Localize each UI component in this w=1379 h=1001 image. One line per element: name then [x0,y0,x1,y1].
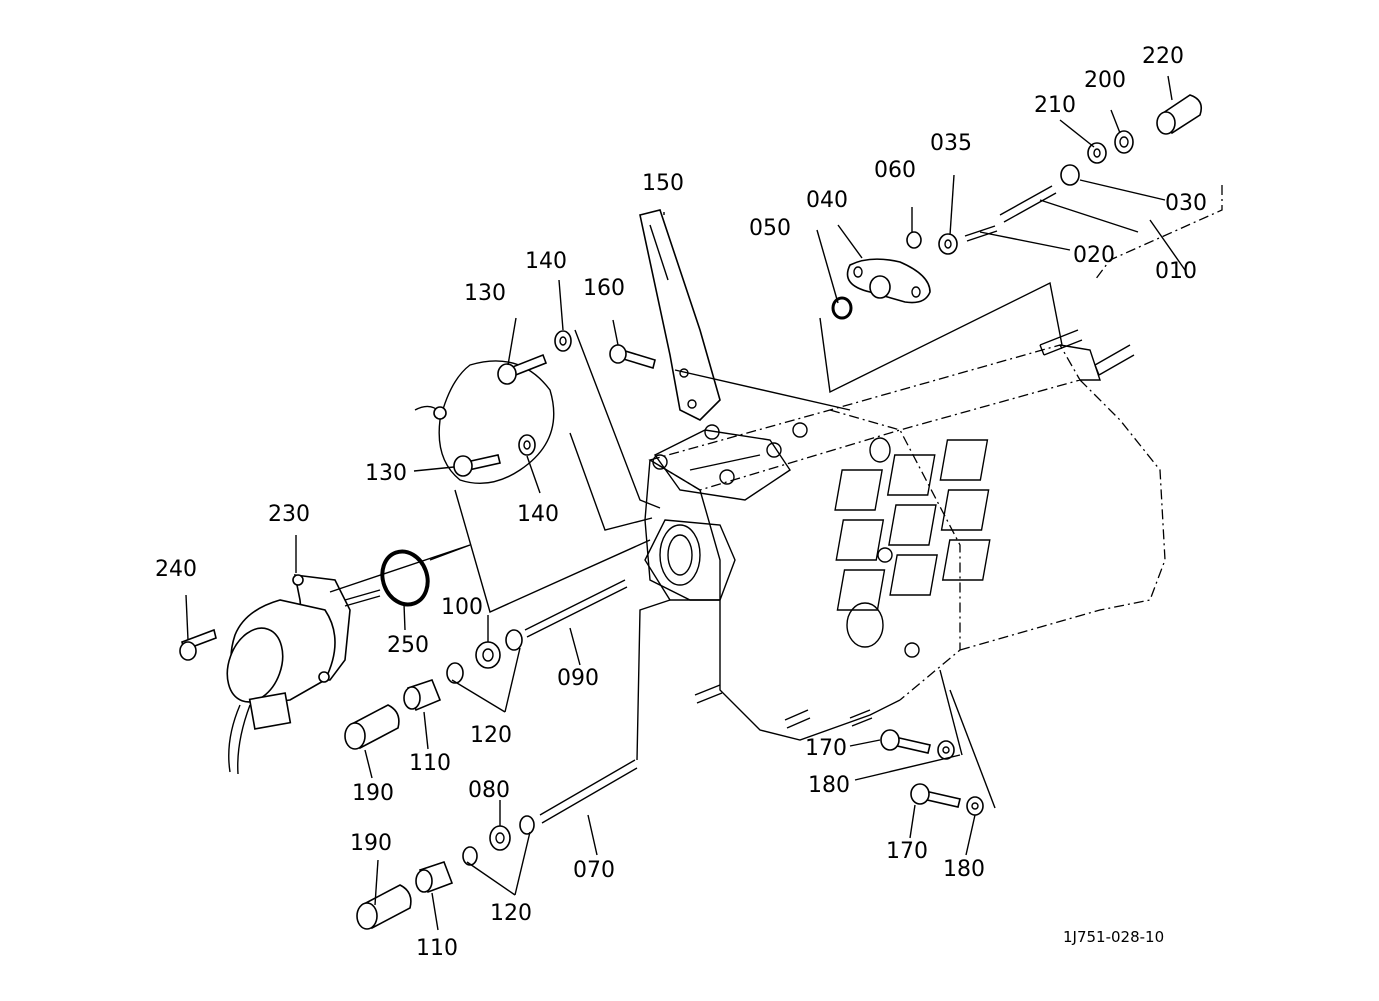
leader-lines [185,75,1223,931]
label-150: 150 [642,171,684,196]
label-190-upper: 190 [352,781,394,806]
flange-040 [846,258,931,304]
label-180-upper: 180 [808,773,850,798]
label-140-upper: 140 [525,249,567,274]
nut-140-lower [518,434,536,456]
label-050: 050 [749,216,791,241]
label-140-lower: 140 [517,502,559,527]
cap-110-a [403,679,442,712]
label-250: 250 [387,633,429,658]
label-220: 220 [1142,44,1184,69]
spring-020 [964,185,1057,242]
washer-180-upper [937,740,955,760]
cap-190-a [344,704,400,750]
label-170-upper: 170 [805,736,847,761]
label-180-lower: 180 [943,857,985,882]
label-120-lower: 120 [490,901,532,926]
o-ring [380,549,430,607]
o-ring-050 [831,296,853,320]
solenoid-bolt [179,628,217,661]
label-100: 100 [441,595,483,620]
transmission-case [644,329,1166,741]
label-110-upper: 110 [409,751,451,776]
nut-080 [489,825,511,851]
nut-200 [1114,130,1134,154]
label-010: 010 [1155,259,1197,284]
part-labels: 220 200 210 035 060 040 050 030 020 010 … [155,44,1207,961]
label-240: 240 [155,557,197,582]
washer-120-a [446,629,523,684]
label-130-lower: 130 [365,461,407,486]
label-190-lower: 190 [350,831,392,856]
nut-060 [906,231,922,249]
bolt-090 [524,579,628,638]
label-035: 035 [930,131,972,156]
washer-035 [938,233,958,255]
cap-110-b [415,860,454,894]
washer-120-b [462,815,535,866]
nut-100 [475,641,501,669]
nut-140-upper [554,330,572,352]
bolt-070 [539,759,638,824]
cover-plate [414,360,555,485]
bolt-170-lower [910,783,961,808]
label-120-upper: 120 [470,723,512,748]
label-160: 160 [583,276,625,301]
label-030: 030 [1165,191,1207,216]
label-230: 230 [268,502,310,527]
bracket [639,209,721,421]
label-060: 060 [874,158,916,183]
label-040: 040 [806,188,848,213]
bolt-130-lower [453,454,501,477]
label-210: 210 [1034,93,1076,118]
bolt-160 [609,344,656,370]
cap-190-b [356,884,412,930]
label-110-lower: 110 [416,936,458,961]
label-170-lower: 170 [886,839,928,864]
label-020: 020 [1073,243,1115,268]
label-080: 080 [468,778,510,803]
bolt-130-upper [497,353,548,385]
label-130-upper: 130 [464,281,506,306]
label-090: 090 [557,666,599,691]
stop-solenoid [226,574,381,775]
drawing-code: 1J751-028-10 [1063,928,1164,946]
label-070: 070 [573,858,615,883]
bolt-170-upper [880,729,931,754]
cap-220 [1156,94,1203,135]
washer-210 [1087,142,1107,164]
washer-180-lower [966,796,984,816]
nut-030 [1060,164,1080,186]
label-200: 200 [1084,68,1126,93]
